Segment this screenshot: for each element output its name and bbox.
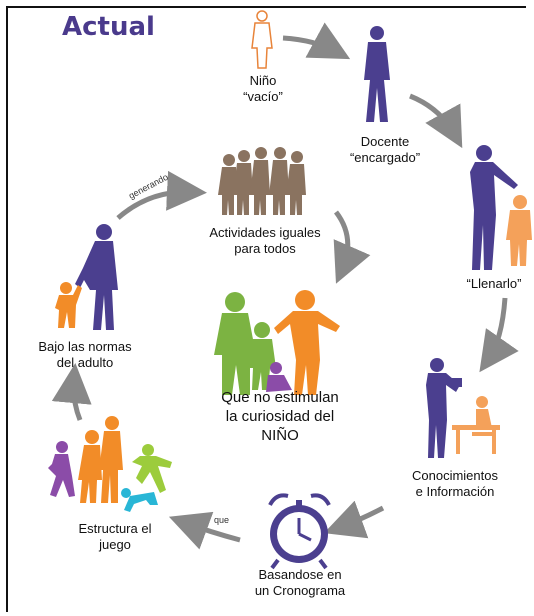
center-caption-line2: la curiosidad del bbox=[225, 408, 335, 425]
center-caption: Que no estimulan la curiosidad del NIÑO bbox=[200, 388, 360, 445]
arrow-docente-llenarlo bbox=[409, 93, 463, 149]
arrow-normas-actividades bbox=[116, 170, 207, 220]
node-actividades: Actividades iguales para todos bbox=[195, 225, 335, 257]
node-docente-line1: Docente bbox=[360, 134, 410, 149]
node-normas-line2: del adulto bbox=[56, 355, 114, 370]
node-nino-line2: “vacío” bbox=[243, 89, 283, 104]
node-normas-line1: Bajo las normas bbox=[38, 339, 132, 354]
arrow-estructura-normas bbox=[51, 363, 92, 421]
arrow-llenarlo-conocimientos bbox=[479, 297, 519, 373]
node-estructura-line2: juego bbox=[99, 537, 131, 552]
frame-border bbox=[6, 6, 526, 612]
node-estructura-line1: Estructura el bbox=[78, 521, 152, 536]
node-docente-line2: “encargado” bbox=[349, 150, 421, 165]
cycle-arrows bbox=[51, 22, 519, 550]
node-cronograma: Basandose en un Cronograma bbox=[245, 567, 355, 599]
arrow-nino-docente bbox=[282, 22, 351, 60]
node-actividades-line2: para todos bbox=[234, 241, 296, 256]
node-nino: Niño “vacío” bbox=[233, 73, 293, 105]
node-actividades-line1: Actividades iguales bbox=[209, 225, 321, 240]
teacher-filling-child-figure bbox=[470, 145, 532, 270]
arrow-conocimientos-cronograma bbox=[323, 500, 385, 539]
reader-and-student-figure bbox=[426, 358, 500, 458]
node-estructura: Estructura el juego bbox=[60, 521, 170, 553]
alarm-clock-icon bbox=[268, 493, 331, 570]
arrow-actividades-center bbox=[333, 210, 371, 284]
empty-child-figure bbox=[251, 10, 273, 69]
node-docente: Docente “encargado” bbox=[335, 134, 435, 166]
node-llenarlo: “Llenarlo” bbox=[455, 276, 533, 292]
node-llenarlo-line1: “Llenarlo” bbox=[466, 276, 522, 291]
center-caption-line3: NIÑO bbox=[261, 427, 299, 444]
connector-que: que bbox=[214, 515, 230, 525]
node-normas: Bajo las normas del adulto bbox=[30, 339, 140, 371]
equal-activities-group-figure bbox=[218, 147, 306, 215]
unstimulated-children-group-figure bbox=[214, 290, 340, 395]
node-conocimientos-line1: Conocimientos bbox=[412, 468, 498, 483]
teacher-figure bbox=[364, 26, 390, 122]
center-caption-line1: Que no estimulan bbox=[221, 389, 339, 406]
node-conocimientos: Conocimientos e Información bbox=[400, 468, 510, 500]
diagram-title: Actual bbox=[62, 12, 155, 42]
node-conocimientos-line2: e Información bbox=[415, 484, 495, 499]
arrow-cronograma-estructura bbox=[168, 511, 241, 550]
adult-leading-child-figure bbox=[55, 224, 118, 330]
node-cronograma-line2: un Cronograma bbox=[254, 583, 346, 598]
node-cronograma-line1: Basandose en bbox=[258, 567, 342, 582]
playing-children-figure bbox=[48, 416, 172, 512]
node-nino-line1: Niño bbox=[249, 73, 277, 88]
